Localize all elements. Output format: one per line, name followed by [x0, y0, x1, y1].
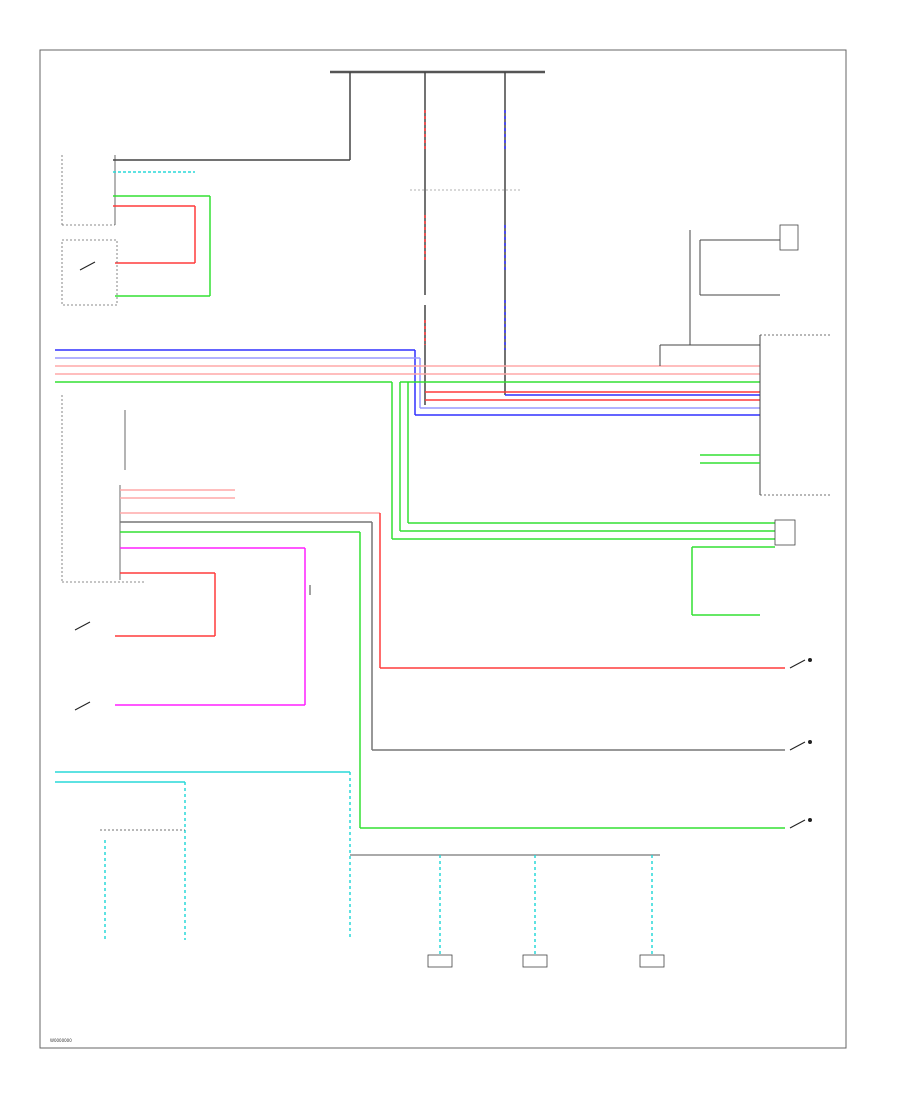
diagram-border [39, 49, 847, 1049]
right-control-module [689, 224, 830, 616]
footer-code: W0000000 [50, 1038, 72, 1043]
main-bus-wires [55, 344, 775, 540]
middle-left-module [61, 395, 785, 829]
right-switches [789, 658, 812, 829]
top-fuse-section [113, 70, 545, 405]
top-left-switch-block [61, 155, 211, 306]
bottom-ground-section [55, 771, 665, 968]
